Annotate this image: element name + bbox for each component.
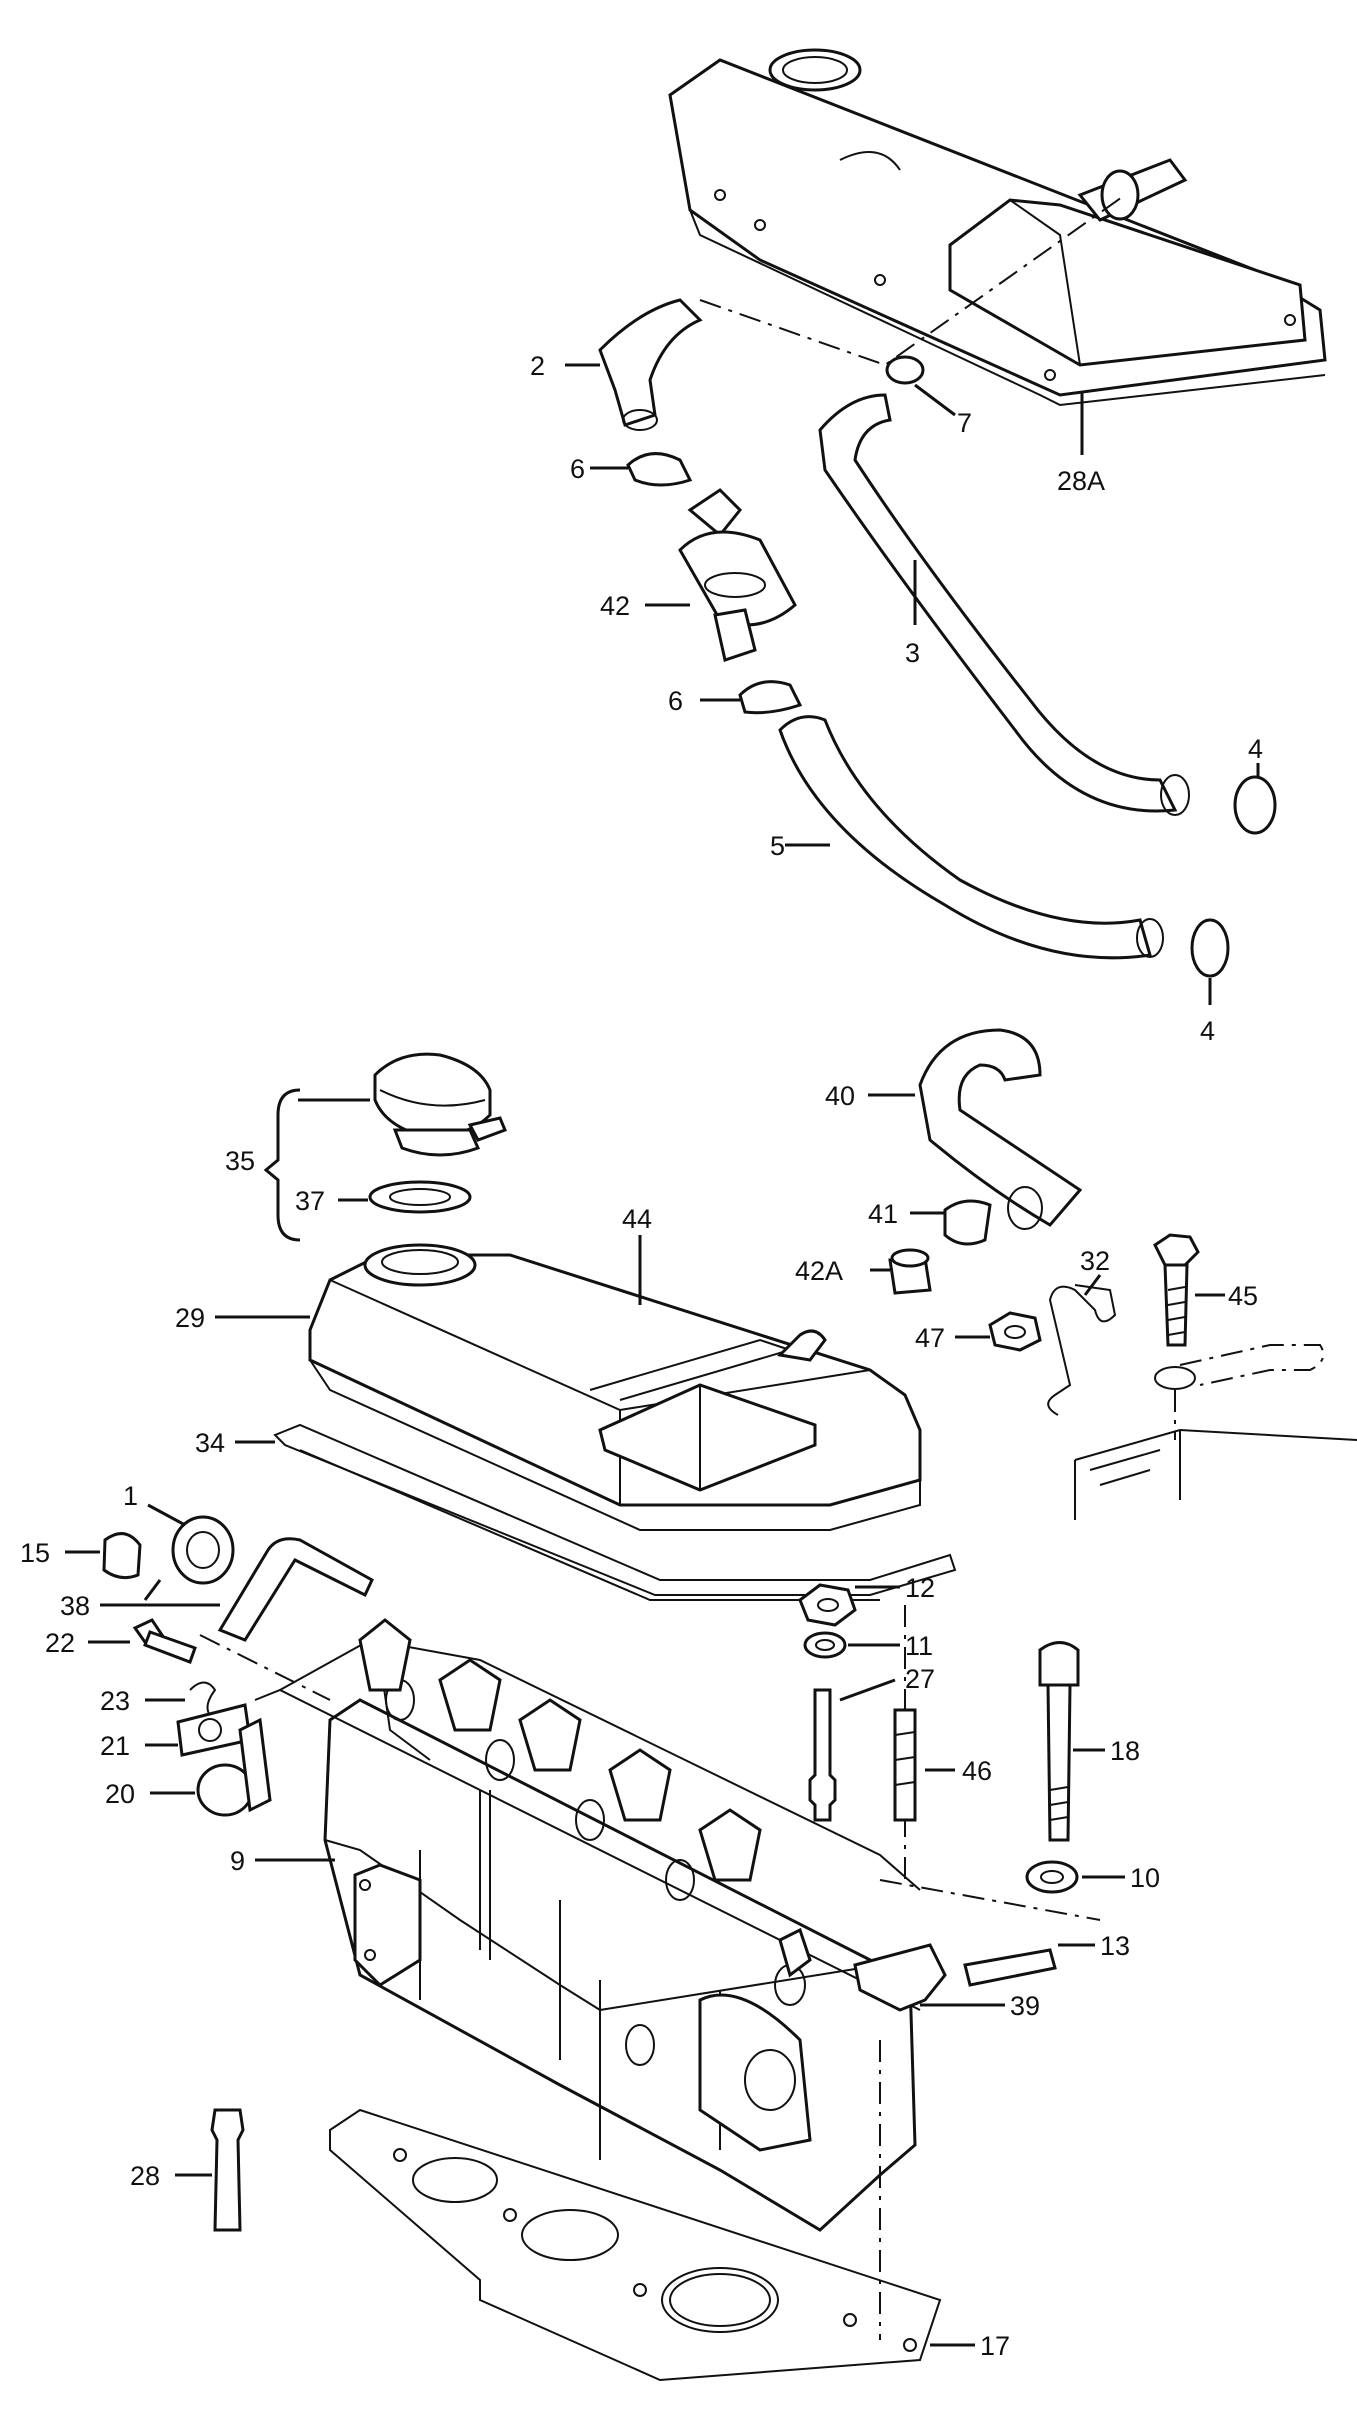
gasket-34 bbox=[273, 1423, 957, 1596]
callout-35: 35 bbox=[225, 1146, 255, 1176]
callout-5: 5 bbox=[770, 831, 785, 861]
bolt-22 bbox=[132, 1618, 197, 1664]
hose-40 bbox=[918, 1028, 1083, 1227]
callout-6b: 6 bbox=[668, 686, 683, 716]
callout-42A: 42A bbox=[795, 1256, 843, 1286]
callout-1: 1 bbox=[123, 1481, 138, 1511]
callout-23: 23 bbox=[100, 1686, 130, 1716]
seal-37 bbox=[368, 1180, 472, 1214]
hose-3 bbox=[818, 393, 1178, 813]
head-gasket-17 bbox=[329, 2108, 942, 2382]
washer-11 bbox=[803, 1631, 847, 1659]
callout-37: 37 bbox=[295, 1186, 325, 1216]
wire-clip-32 bbox=[1047, 1284, 1117, 1416]
callout-42: 42 bbox=[600, 591, 630, 621]
callout-17: 17 bbox=[980, 2331, 1010, 2361]
callout-21: 21 bbox=[100, 1731, 130, 1761]
breather-valve-42 bbox=[678, 488, 797, 662]
callout-41: 41 bbox=[868, 1199, 898, 1229]
hose-5 bbox=[778, 715, 1152, 960]
callout-34: 34 bbox=[195, 1428, 225, 1458]
hose-2 bbox=[598, 298, 703, 427]
bracket-39 bbox=[853, 1943, 947, 2012]
callout-47: 47 bbox=[915, 1323, 945, 1353]
callout-28A: 28A bbox=[1057, 466, 1105, 496]
cylinder-head-9 bbox=[238, 1618, 921, 2232]
callout-46: 46 bbox=[962, 1756, 992, 1786]
valve-guide-28 bbox=[210, 2108, 245, 2232]
callout-22: 22 bbox=[45, 1628, 75, 1658]
clamp-41 bbox=[943, 1199, 992, 1246]
callout-28: 28 bbox=[130, 2161, 160, 2191]
callout-11: 11 bbox=[905, 1631, 933, 1661]
callout-12: 12 bbox=[905, 1573, 935, 1603]
callout-20: 20 bbox=[105, 1779, 135, 1809]
stud-46 bbox=[893, 1708, 917, 1822]
clamp-6a bbox=[626, 452, 693, 487]
callout-10: 10 bbox=[1130, 1863, 1160, 1893]
callout-38: 38 bbox=[60, 1591, 90, 1621]
bolt-18 bbox=[1038, 1641, 1080, 1842]
callout-39: 39 bbox=[1010, 1991, 1040, 2021]
valve-cover-29 bbox=[308, 1243, 922, 1531]
plug-15 bbox=[102, 1532, 142, 1580]
clamp-6b bbox=[738, 680, 803, 715]
bolt-45 bbox=[1153, 1233, 1200, 1347]
nut-12 bbox=[798, 1583, 857, 1627]
seal-1 bbox=[171, 1515, 235, 1585]
fitting-42A bbox=[888, 1248, 932, 1295]
callout-13: 13 bbox=[1100, 1931, 1130, 1961]
stud-13 bbox=[963, 1948, 1057, 1987]
callout-3: 3 bbox=[905, 638, 920, 668]
nut-47 bbox=[988, 1311, 1042, 1352]
callout-45: 45 bbox=[1228, 1281, 1258, 1311]
callout-18: 18 bbox=[1110, 1736, 1140, 1766]
callout-27: 27 bbox=[905, 1664, 935, 1694]
oil-filler-cap-35 bbox=[373, 1052, 507, 1157]
callout-15: 15 bbox=[20, 1538, 50, 1568]
pipe-38 bbox=[217, 1537, 374, 1642]
callout-44: 44 bbox=[622, 1204, 652, 1234]
callout-32: 32 bbox=[1080, 1246, 1110, 1276]
valve-cover-upper bbox=[668, 48, 1327, 455]
clamp-4b bbox=[1190, 918, 1230, 978]
callout-7: 7 bbox=[957, 408, 972, 438]
stud-27 bbox=[808, 1688, 837, 1822]
callout-4a: 4 bbox=[1248, 734, 1263, 764]
callout-2: 2 bbox=[530, 351, 545, 381]
callout-6a: 6 bbox=[570, 454, 585, 484]
callout-29: 29 bbox=[175, 1303, 205, 1333]
callout-labels: 2 7 28A 6 42 3 6 4 5 4 40 35 37 44 41 32… bbox=[20, 351, 1263, 2361]
callout-9: 9 bbox=[230, 1846, 245, 1876]
clamp-7 bbox=[885, 355, 925, 385]
callout-4b: 4 bbox=[1200, 1016, 1215, 1046]
clamp-4a bbox=[1233, 775, 1277, 835]
washer-10 bbox=[1025, 1860, 1079, 1894]
callout-40: 40 bbox=[825, 1081, 855, 1111]
